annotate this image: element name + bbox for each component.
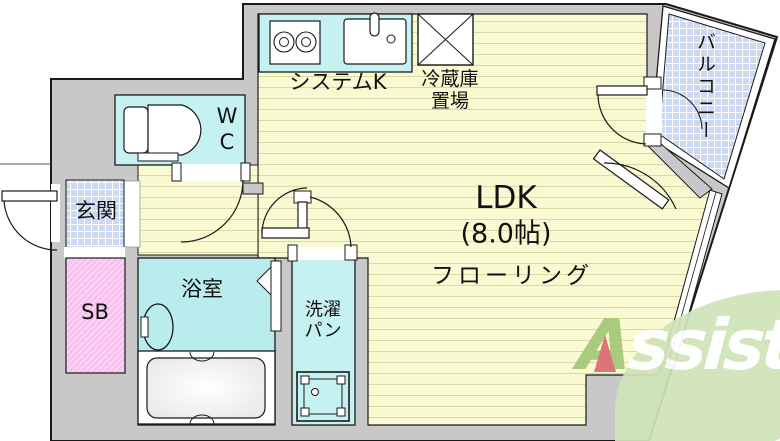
door-jamb bbox=[240, 162, 251, 182]
laundry-pan-fixture bbox=[296, 371, 350, 422]
balcony-label: バルコニー bbox=[694, 32, 716, 142]
toilet-tank bbox=[123, 106, 149, 154]
burner-icon bbox=[273, 31, 295, 53]
entrance-label: 玄関 bbox=[75, 198, 117, 223]
pan-corner bbox=[336, 375, 346, 385]
watermark-rest: ssist bbox=[625, 304, 780, 386]
entrance-step bbox=[123, 180, 141, 248]
door-jamb bbox=[643, 76, 662, 90]
tub-bump bbox=[189, 351, 215, 362]
toilet-base bbox=[137, 152, 179, 162]
burner-icon bbox=[301, 37, 311, 47]
assist-watermark: Assist bbox=[570, 285, 780, 441]
entrance-doorway bbox=[51, 184, 60, 242]
balcony-doorway bbox=[646, 88, 662, 136]
faucet-icon bbox=[369, 12, 380, 37]
ldk-size-label: (8.0帖) bbox=[460, 218, 552, 250]
balcony-door-lower bbox=[592, 149, 670, 210]
wc-label: W C bbox=[216, 103, 238, 154]
door-swing bbox=[603, 162, 677, 210]
toilet-bowl bbox=[147, 104, 202, 156]
washbasin-tap bbox=[140, 316, 149, 338]
hall-door bbox=[261, 227, 310, 239]
kitchen-label: システムK bbox=[289, 69, 387, 94]
laundry-pan-label: 洗濯 パン bbox=[304, 299, 342, 341]
door-swing bbox=[597, 94, 647, 145]
door-jamb bbox=[643, 133, 662, 147]
bathroom-door-marker bbox=[256, 265, 272, 297]
entrance-door bbox=[1, 190, 58, 202]
pan-corner bbox=[300, 407, 310, 417]
balcony-floor bbox=[658, 13, 766, 180]
bathroom-label: 浴室 bbox=[181, 276, 223, 301]
wc-doorway bbox=[178, 164, 243, 181]
pan-corner bbox=[336, 407, 346, 417]
door-jamb bbox=[344, 244, 358, 261]
entrance-door-swing bbox=[3, 200, 58, 251]
burner-icon bbox=[279, 37, 289, 47]
shoe-box-label: SB bbox=[81, 299, 109, 324]
door-swing bbox=[309, 196, 352, 248]
door-swing bbox=[662, 89, 703, 130]
door-jamb bbox=[171, 162, 182, 182]
tub-bump bbox=[189, 414, 215, 425]
entrance-floor bbox=[65, 179, 125, 249]
wall-stub bbox=[242, 182, 264, 195]
wc-door-swing bbox=[180, 179, 244, 243]
laundry-pan-inner bbox=[303, 378, 343, 415]
bathtub-fixture bbox=[146, 357, 266, 419]
drain-icon bbox=[386, 34, 396, 44]
laundry-doorway bbox=[295, 247, 347, 260]
balcony-door-upper bbox=[596, 85, 648, 96]
door-jamb bbox=[287, 244, 298, 262]
burner-icon bbox=[295, 31, 317, 53]
logo-accent-triangle bbox=[594, 335, 616, 372]
fridge-space-label: 冷蔵庫 置場 bbox=[421, 68, 479, 112]
fridge-cross bbox=[417, 13, 474, 66]
sb-gap bbox=[64, 247, 125, 258]
ldk-name-label: LDK bbox=[475, 180, 537, 217]
bathroom-door bbox=[270, 260, 282, 332]
door-jamb bbox=[293, 190, 312, 204]
shoe-box bbox=[65, 257, 126, 374]
pan-drain bbox=[311, 388, 319, 396]
stove-icon bbox=[269, 20, 321, 65]
pan-corner bbox=[300, 375, 310, 385]
door-swing bbox=[261, 187, 308, 234]
ldk-flooring-label: フローリング bbox=[431, 262, 593, 289]
